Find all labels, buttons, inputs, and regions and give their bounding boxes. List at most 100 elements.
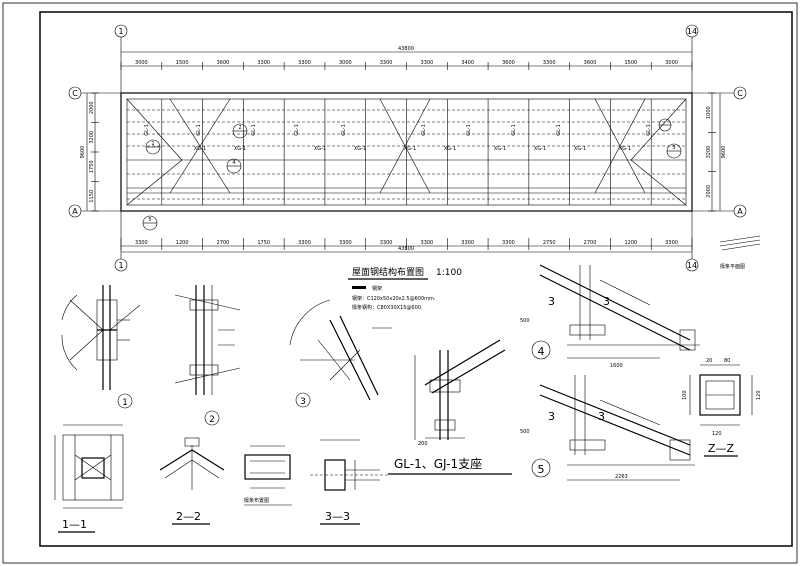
svg-text:1: 1 [122, 398, 128, 408]
top-span-dim: 3600 [217, 60, 230, 66]
bottom-span-dim: 3300 [339, 240, 352, 246]
bottom-span-dim: 3300 [135, 240, 148, 246]
axis-bubble-right-a: A [733, 204, 747, 218]
svg-text:3: 3 [603, 295, 610, 308]
svg-text:3—3: 3—3 [325, 510, 350, 523]
detail-5: 3 3 500 2263 5 [520, 375, 695, 481]
member-label: XG-1 [534, 146, 546, 152]
top-span-dim: 3400 [461, 60, 474, 66]
gl-label: GL-1 [294, 124, 300, 136]
axis-bubble-left-c: C [68, 86, 82, 100]
svg-text:2—2: 2—2 [176, 510, 201, 523]
plan-title: 屋面钢结构布置图 [352, 266, 424, 278]
left-dim: 1150 [89, 190, 95, 203]
svg-text:3: 3 [598, 410, 605, 423]
svg-text:1—1: 1—1 [62, 518, 87, 531]
section-1-1: 1—1 [54, 424, 124, 533]
bottom-span-dim: 1750 [257, 240, 270, 246]
top-span-dim: 3300 [257, 60, 270, 66]
svg-text:2263: 2263 [615, 474, 628, 480]
bottom-span-dim: 3300 [502, 240, 515, 246]
svg-text:120: 120 [712, 431, 722, 437]
svg-text:5: 5 [148, 217, 151, 223]
gl-label: GL-1 [251, 124, 257, 136]
right-dim: 2000 [706, 185, 712, 198]
svg-text:5: 5 [538, 463, 545, 476]
svg-text:1: 1 [151, 141, 154, 147]
svg-text:1600: 1600 [610, 363, 623, 369]
svg-text:2: 2 [238, 125, 241, 131]
member-label: XG-1 [234, 146, 246, 152]
member-label: XG-1 [619, 146, 631, 152]
notes-line-1: 钢架：C120x50x20x2.5@600mm. [352, 295, 436, 302]
gl-label: GL-1 [341, 124, 347, 136]
member-label: XG-1 [314, 146, 326, 152]
roof-plan: 1 14 1 14 C A C A [68, 24, 747, 280]
svg-text:檩条布置图: 檩条布置图 [244, 497, 269, 504]
svg-text:3: 3 [300, 397, 306, 407]
purlin-section: 檩条布置图 [244, 445, 292, 506]
svg-text:500: 500 [520, 429, 530, 435]
bottom-span-dim: 2700 [584, 240, 597, 246]
top-span-dim: 1500 [624, 60, 637, 66]
callout-2-right [658, 118, 672, 132]
roof-outline [120, 92, 693, 212]
svg-text:20: 20 [706, 358, 712, 364]
gl-label: GL-1 [144, 124, 150, 136]
left-dim: 1750 [89, 160, 95, 173]
member-label: XG-1 [494, 146, 506, 152]
svg-text:14: 14 [687, 27, 697, 36]
plan-scale: 1:100 [436, 268, 462, 278]
top-span-dim: 3000 [135, 60, 148, 66]
axis-bubble-top-left: 1 [114, 24, 128, 38]
plan-left-total-dim: 9600 [80, 146, 86, 159]
gl-label: GL-1 [466, 124, 472, 136]
top-span-dim: 3300 [543, 60, 556, 66]
gl-label: GL-1 [646, 124, 652, 136]
svg-text:500: 500 [520, 318, 530, 324]
member-label: XG-1 [444, 146, 456, 152]
svg-text:3: 3 [672, 145, 675, 151]
detail-2: 2 [174, 285, 241, 426]
top-span-dim: 3300 [421, 60, 434, 66]
detail-1: 1 [61, 285, 141, 409]
svg-text:4: 4 [232, 160, 235, 166]
svg-text:Z—Z: Z—Z [708, 442, 735, 455]
steel-frame-lines [161, 99, 652, 205]
top-span-dim: 3000 [339, 60, 352, 66]
notes-legend: 钢架 [372, 285, 382, 292]
svg-text:C: C [72, 89, 78, 98]
svg-text:A: A [737, 207, 743, 216]
axis-bubble-bottom-right: 14 [685, 258, 699, 272]
bottom-span-dim: 3300 [665, 240, 678, 246]
notes-block: 钢架 钢架：C120x50x20x2.5@600mm. 檩条钢构：C80X30X… [352, 285, 436, 311]
svg-text:檩条平面图: 檩条平面图 [720, 263, 745, 270]
svg-text:100: 100 [682, 390, 688, 400]
svg-text:1: 1 [118, 27, 123, 36]
top-span-dim: 3300 [298, 60, 311, 66]
svg-text:1: 1 [118, 261, 123, 270]
gl-label: GL-1 [421, 124, 427, 136]
svg-text:80: 80 [724, 358, 730, 364]
svg-text:A: A [72, 207, 78, 216]
detail-4: 3 3 500 1600 4 [520, 264, 700, 369]
top-span-dim: 3300 [380, 60, 393, 66]
axis-bubble-left-a: A [68, 204, 82, 218]
member-label: XG-1 [404, 146, 416, 152]
gl1-title: GL-1、GJ-1支座 [394, 456, 482, 471]
section-zz: 20 80 120 100 120 Z—Z [682, 358, 762, 457]
svg-text:3: 3 [548, 295, 555, 308]
roof-note: 檩条平面图 [719, 235, 761, 270]
top-span-dim: 3000 [665, 60, 678, 66]
svg-text:C: C [737, 89, 743, 98]
plan-total-dim-bottom: 43800 [398, 246, 414, 252]
callout-1: 1 [145, 139, 161, 155]
svg-text:14: 14 [687, 261, 697, 270]
detail-3: 3 [289, 299, 379, 408]
svg-text:3: 3 [548, 410, 555, 423]
